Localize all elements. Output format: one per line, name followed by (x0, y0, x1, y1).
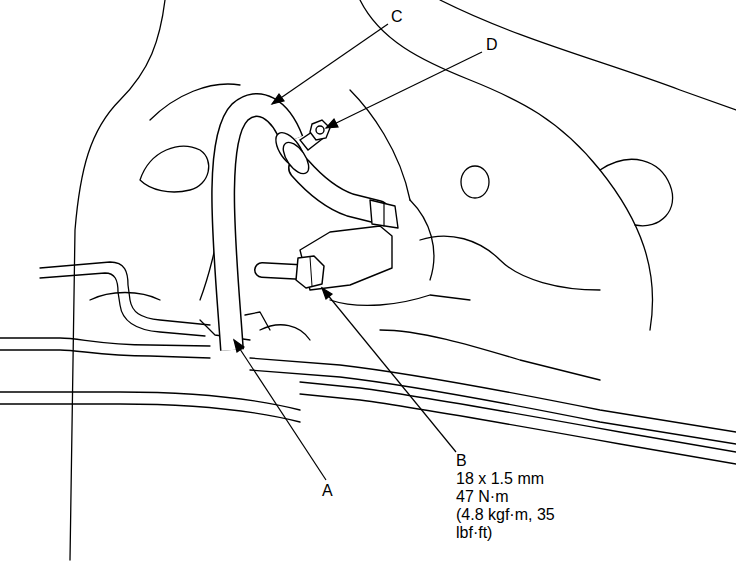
torque-value: (4.8 kgf·m, 35 lbf·ft) (456, 506, 560, 542)
callout-letter: A (322, 482, 333, 500)
torque-value: 47 N·m (456, 488, 508, 506)
callout-letter: D (486, 36, 498, 54)
callout-letter: C (391, 8, 403, 26)
callout-letter: B (456, 452, 467, 470)
thread-dimension: 18 x 1.5 mm (456, 470, 544, 488)
